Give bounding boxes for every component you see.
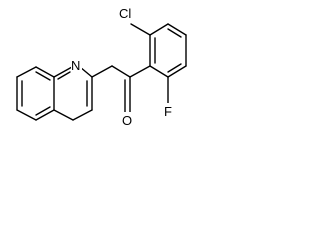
bond	[149, 65, 169, 78]
bond	[72, 109, 93, 121]
oxygen-atom-label: O	[122, 113, 132, 128]
bond	[167, 23, 187, 36]
double-bond-inner	[35, 71, 51, 81]
bond	[129, 65, 151, 78]
double-bond-inner	[57, 71, 71, 80]
quinoline-pyridine-ring	[53, 66, 93, 121]
chlorine-bond	[130, 23, 151, 36]
nitrogen-atom-label: N	[71, 58, 80, 73]
chlorine-atom-label: Cl	[119, 6, 131, 21]
chemical-structure-canvas: Cl N O F	[16, 5, 187, 128]
double-bond-inner	[35, 106, 51, 116]
bond	[16, 109, 37, 121]
bond	[111, 65, 131, 78]
atom-labels: Cl N O F	[71, 5, 174, 128]
double-bond-inner	[167, 63, 182, 73]
bond	[149, 23, 169, 36]
bond	[35, 109, 55, 121]
chlorofluorophenyl-ring	[130, 23, 187, 104]
bond	[53, 109, 74, 121]
bond	[35, 66, 55, 78]
label-mask	[121, 112, 134, 128]
bond	[91, 65, 113, 78]
quinoline-benzo-ring	[16, 66, 55, 121]
molecule-diagram: Cl N O F	[16, 5, 187, 128]
bond	[167, 65, 187, 78]
label-mask	[163, 103, 174, 119]
fluorine-atom-label: F	[164, 104, 172, 119]
double-bond-inner	[167, 28, 182, 38]
label-mask	[71, 58, 82, 73]
methylene-ketone-linker	[91, 65, 151, 113]
bond	[16, 66, 37, 78]
label-mask	[118, 5, 138, 22]
bond	[53, 66, 73, 78]
